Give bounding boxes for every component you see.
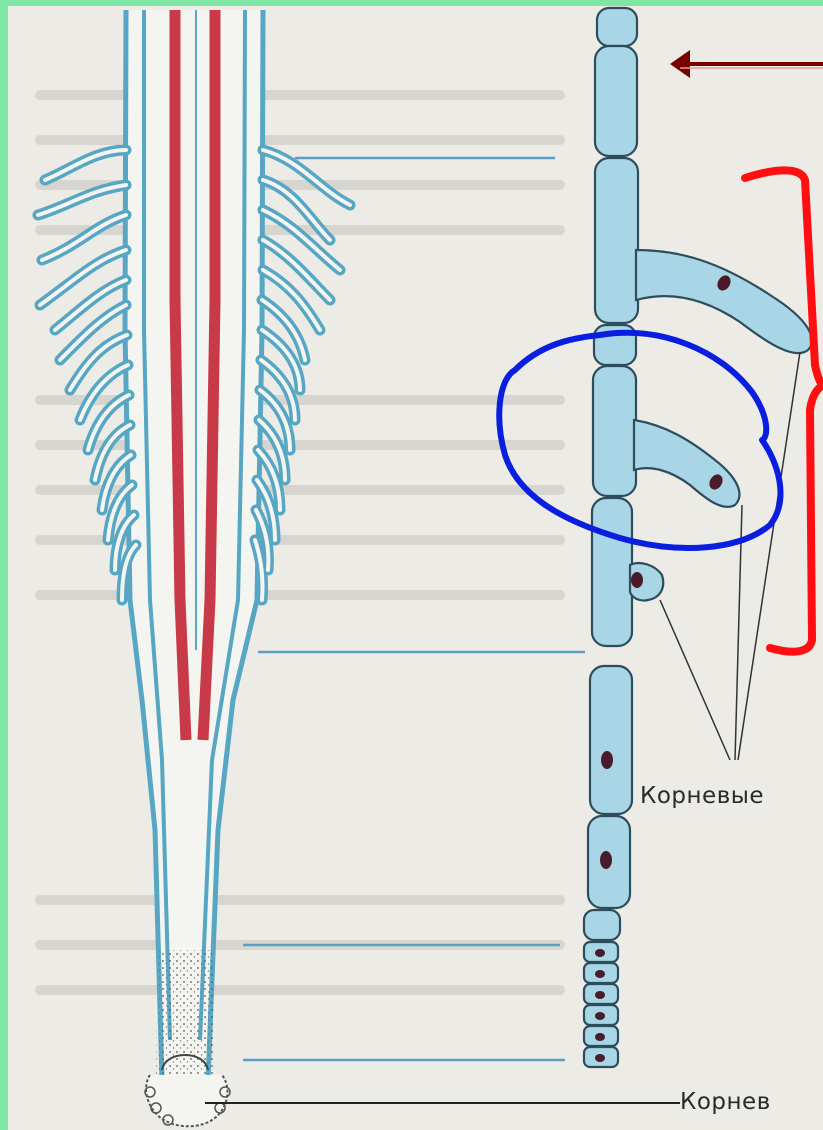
root-cap	[145, 950, 230, 1126]
root-cap-label: Корнев	[680, 1089, 771, 1115]
root-longitudinal-section	[38, 10, 350, 1126]
red-curly-bracket-annotation	[745, 170, 823, 651]
root-hair-label-leaders	[660, 352, 800, 760]
left-arrow-icon	[670, 50, 823, 78]
root-hairs-right	[255, 150, 350, 600]
root-hairs-label: Корневые	[640, 783, 764, 809]
